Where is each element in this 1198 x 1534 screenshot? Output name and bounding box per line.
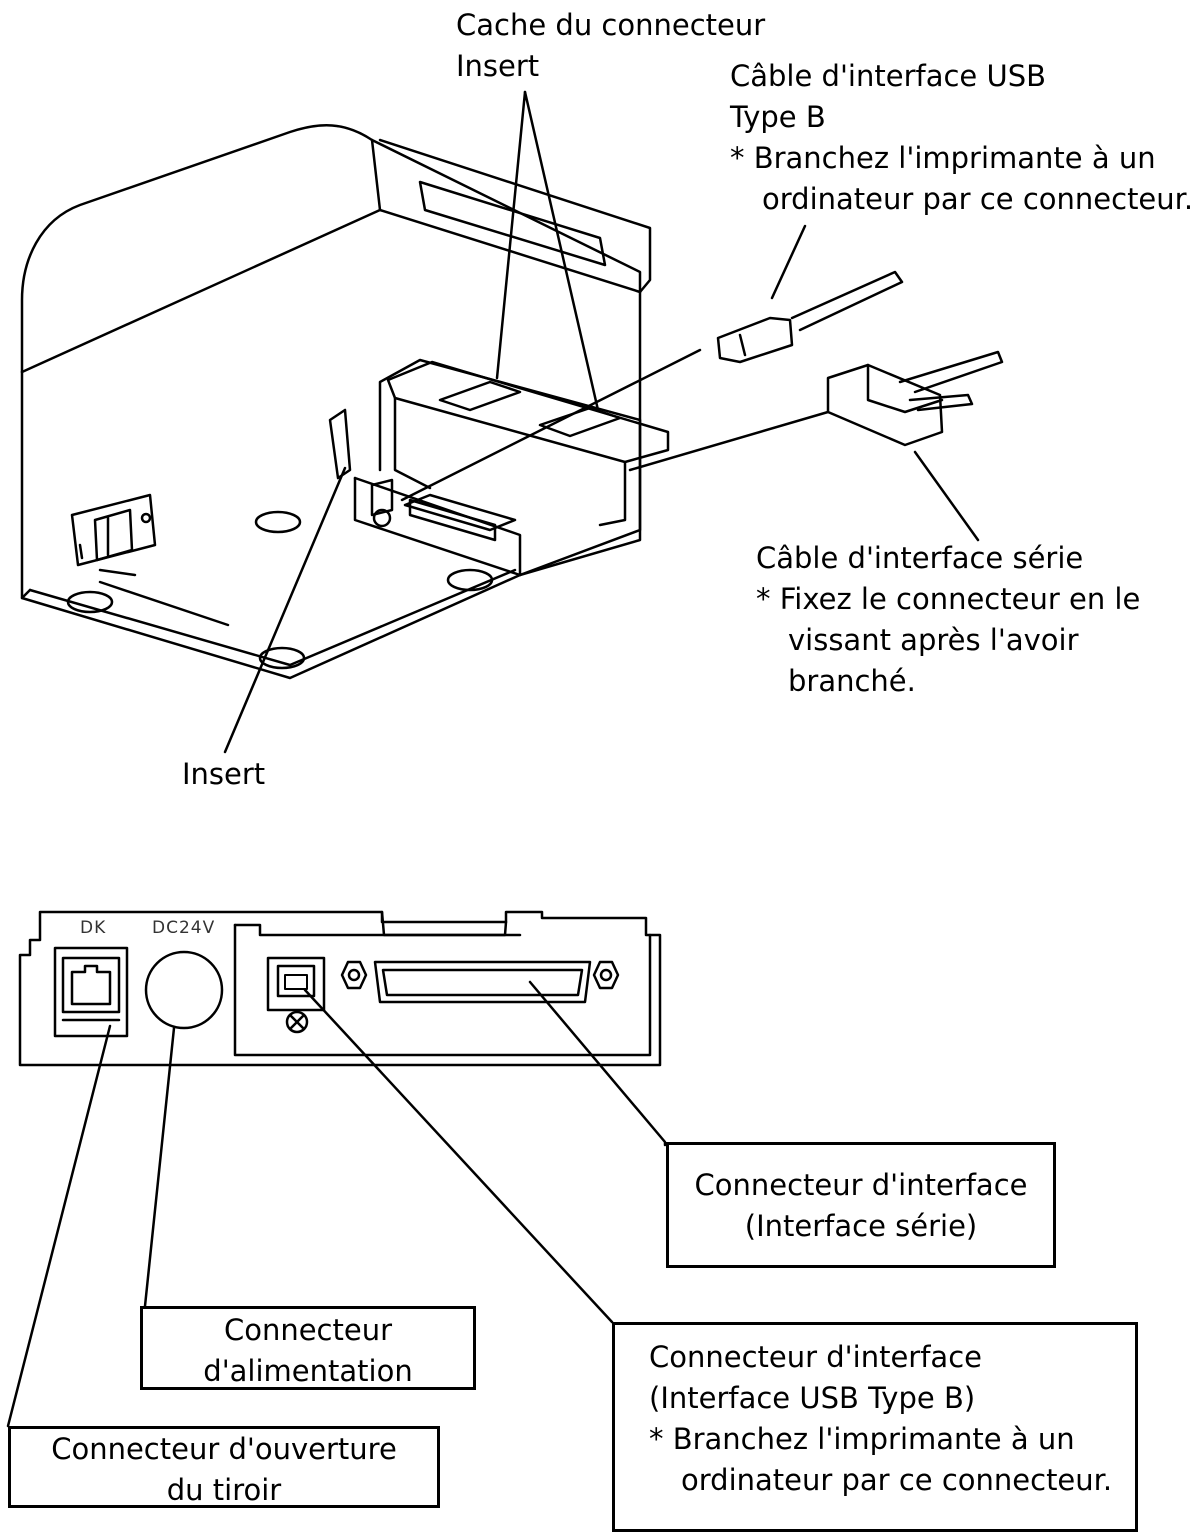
dk-mark: DK <box>80 918 107 938</box>
db25-connector <box>373 960 592 1004</box>
connector-bay <box>378 358 642 577</box>
cover-label: Cache du connecteur Insert <box>456 5 765 87</box>
usb-interface-box-line3: * Branchez l'imprimante à un <box>649 1422 1075 1456</box>
usb-cable <box>716 270 904 364</box>
usb-interface-box: Connecteur d'interface (Interface USB Ty… <box>612 1322 1138 1532</box>
serial-interface-box-line2: (Interface série) <box>744 1209 978 1243</box>
usb-cable-label-line1: Câble d'interface USB <box>730 59 1047 93</box>
serial-cable-label-line4: branché. <box>788 664 916 698</box>
usb-interface-box-line1: Connecteur d'interface <box>649 1340 982 1374</box>
printer-top-cover <box>20 124 642 374</box>
usb-cable-label-line2: Type B <box>730 100 826 134</box>
power-connector-box-line2: d'alimentation <box>203 1354 413 1388</box>
foot-right <box>446 568 494 592</box>
serial-interface-box: Connecteur d'interface (Interface série) <box>666 1142 1056 1268</box>
foot-mid <box>254 510 302 534</box>
cover-rear-edge <box>20 208 642 374</box>
cover-label-line1: Cache du connecteur <box>456 8 766 42</box>
serial-cable-label-line1: Câble d'interface série <box>756 541 1084 575</box>
top-leader-lines <box>223 90 980 754</box>
rear-panel <box>18 910 662 1067</box>
serial-cable-label-line2: * Fixez le connecteur en le <box>756 582 1141 616</box>
usb-cable-label-line3: * Branchez l'imprimante à un <box>730 141 1156 175</box>
usb-b-port <box>266 956 326 1012</box>
serial-screw-left <box>340 960 368 990</box>
power-switch-panel <box>70 493 157 567</box>
usb-port <box>370 478 394 517</box>
serial-interface-box-line1: Connecteur d'interface <box>694 1168 1028 1202</box>
interface-board <box>386 360 670 464</box>
drawer-connector-box-line1: Connecteur d'ouverture <box>51 1432 397 1466</box>
usb-interface-box-line4: ordinateur par ce connecteur. <box>681 1463 1113 1497</box>
dc24v-connector <box>144 950 224 1030</box>
insert-label: Insert <box>182 754 265 795</box>
serial-cable <box>826 350 1004 447</box>
serial-port <box>403 493 517 532</box>
usb-cable-label-line4: ordinateur par ce connecteur. <box>762 182 1194 216</box>
serial-cable-label: Câble d'interface série * Fixez le conne… <box>756 538 1140 702</box>
power-connector-box: Connecteur d'alimentation <box>140 1306 476 1390</box>
usb-interface-box-line2: (Interface USB Type B) <box>649 1381 976 1415</box>
panel-outline <box>18 910 662 1067</box>
drawer-connector-box: Connecteur d'ouverture du tiroir <box>8 1426 440 1508</box>
dc24v-mark: DC24V <box>152 918 216 938</box>
foot-front <box>258 646 306 670</box>
bottom-leader-lines <box>6 980 667 1428</box>
drawer-connector-box-line2: du tiroir <box>166 1473 282 1507</box>
printer-illustration <box>20 124 670 680</box>
printer-body <box>20 290 642 680</box>
power-connector-box-line1: Connecteur <box>223 1313 393 1347</box>
serial-screw-right <box>592 960 620 990</box>
serial-cable-label-line3: vissant après l'avoir <box>788 623 1079 657</box>
usb-cable-label: Câble d'interface USB Type B * Branchez … <box>730 56 1193 220</box>
cover-label-line2: Insert <box>456 49 540 83</box>
foot-left <box>66 590 114 614</box>
dk-jack <box>53 946 129 1038</box>
insert-label-text: Insert <box>182 757 266 791</box>
insert-tab <box>328 408 352 480</box>
